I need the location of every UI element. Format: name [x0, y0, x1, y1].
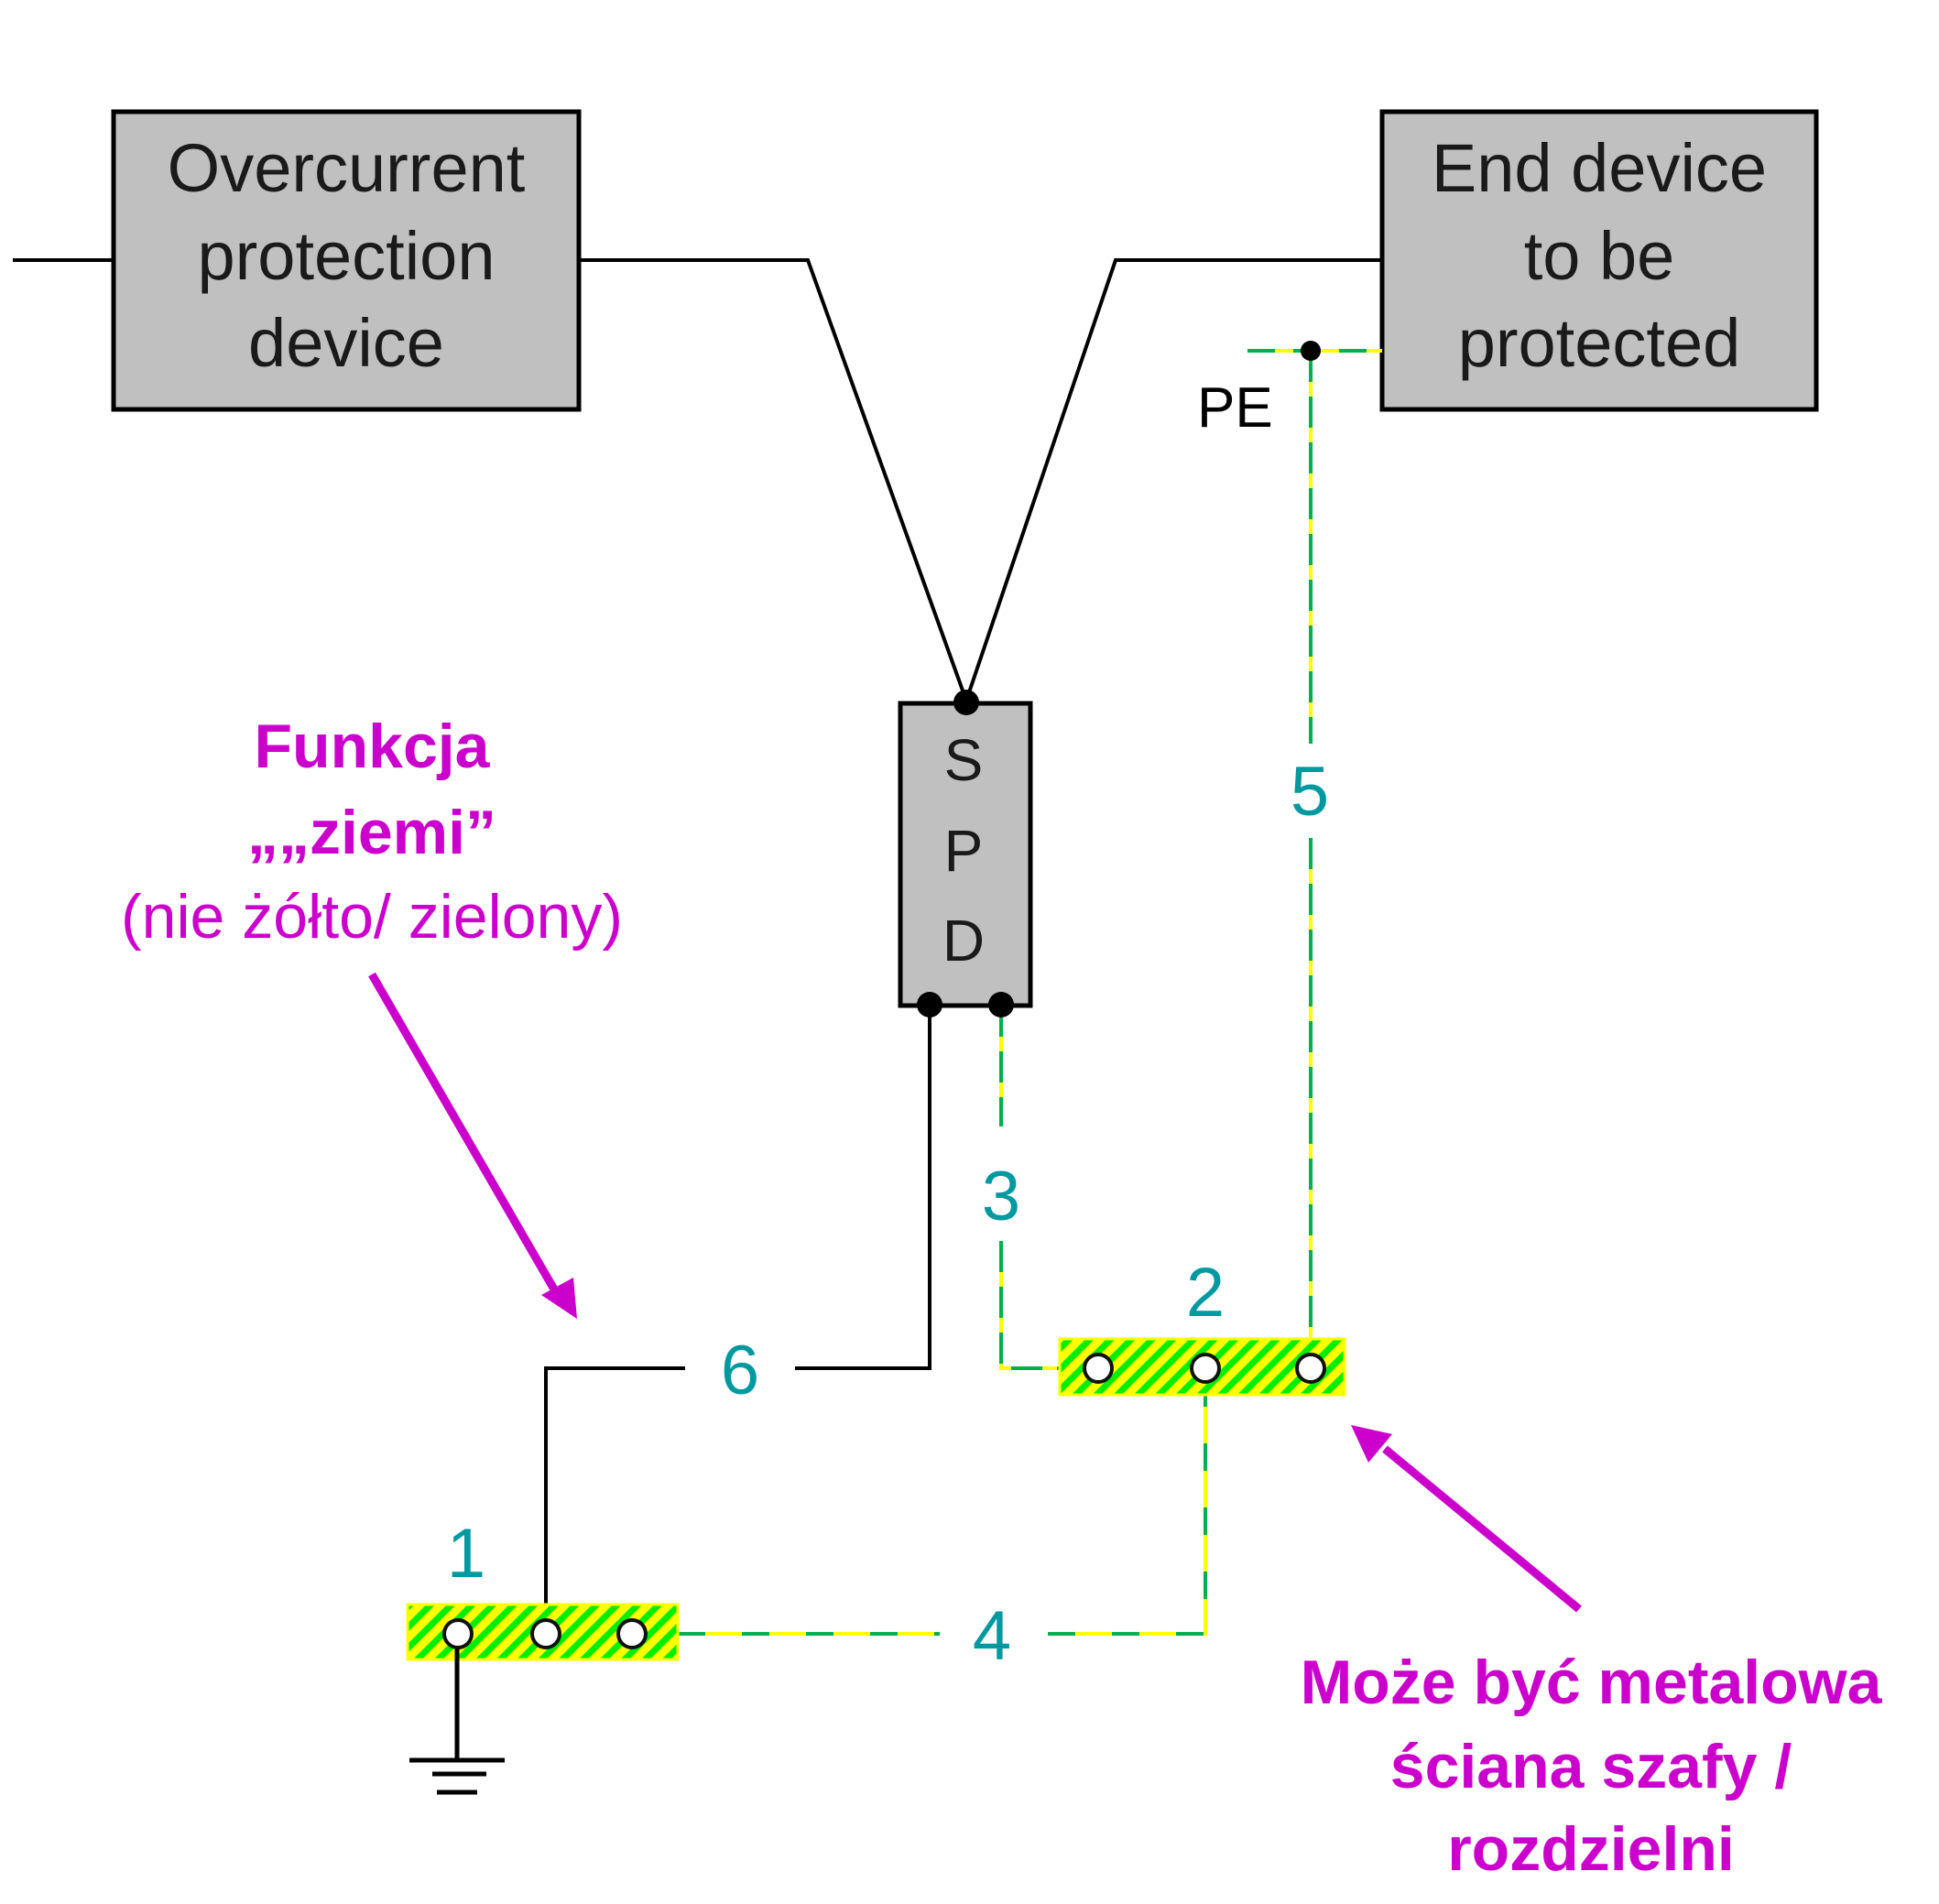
spd-top-terminal: [953, 690, 979, 715]
label-line-3: 3: [982, 1158, 1020, 1235]
spd-letter-d: D: [942, 908, 985, 974]
ground-icon: [409, 1648, 505, 1795]
spd-bottom-terminal-left: [917, 992, 942, 1017]
arrow-icon: [1351, 1425, 1582, 1613]
line-6: [544, 1006, 931, 1634]
end-device-label-line1: End device: [1432, 130, 1767, 206]
annotation-bar2-line1: Może być metalowa: [1301, 1648, 1883, 1717]
ocpd-label-line3: device: [248, 305, 444, 381]
label-bar-2: 2: [1186, 1254, 1225, 1332]
annotation-earth-line1: Funkcja: [255, 712, 491, 781]
bar-1-terminal: [530, 1618, 561, 1649]
pe-label: PE: [1197, 376, 1273, 440]
spd-letter-p: P: [944, 818, 984, 884]
annotation-bar2-line3: rozdzielni: [1447, 1814, 1735, 1884]
label-line-5: 5: [1291, 753, 1329, 831]
pe-conductor: [678, 349, 1382, 1636]
wire-spd-to-end-device: [964, 258, 1380, 702]
line-3-lower: [999, 1241, 1061, 1370]
earthing-bar-1: [406, 1603, 680, 1661]
pe-junction-dot: [1301, 341, 1321, 361]
spd-device: S P D: [898, 690, 1033, 1017]
label-line-6: 6: [721, 1332, 759, 1409]
bar-2-terminal: [1083, 1353, 1114, 1384]
label-bar-1: 1: [447, 1515, 485, 1593]
line-6-right: [795, 1006, 931, 1370]
ocpd-label-line2: protection: [198, 218, 496, 294]
phase-wiring: [13, 258, 1380, 702]
ocpd-label-line1: Overcurrent: [168, 130, 526, 206]
end-device: End device to be protected: [1379, 109, 1819, 412]
annotation-earth-line3: (nie żółto/ zielony): [121, 882, 623, 952]
spd-bottom-terminal-right: [988, 992, 1014, 1017]
line-6-left: [544, 1366, 685, 1634]
annotation-bar-2-note: Może być metalowa ściana szafy / rozdzie…: [1301, 1648, 1883, 1884]
overcurrent-protection-device: Overcurrent protection device: [111, 109, 582, 412]
wire-ocpd-to-spd: [579, 258, 968, 702]
bar-1-terminal: [616, 1618, 648, 1649]
label-line-4: 4: [973, 1597, 1011, 1675]
line-4-right: [1048, 1395, 1207, 1636]
bar-2-terminal: [1295, 1353, 1326, 1384]
end-device-label-line3: protected: [1458, 305, 1741, 381]
end-device-label-line2: to be: [1524, 218, 1675, 294]
annotation-earth-function: Funkcja „„ziemi” (nie żółto/ zielony): [121, 712, 623, 952]
spd-letter-s: S: [944, 727, 984, 793]
arrow-icon: [368, 972, 577, 1319]
bar-1-terminal: [442, 1618, 474, 1649]
annotation-earth-line2: „„ziemi”: [247, 798, 496, 867]
annotation-bar2-line2: ściana szafy /: [1390, 1732, 1792, 1801]
bar-2-terminal: [1190, 1353, 1221, 1384]
equipotential-bar-2: [1058, 1337, 1346, 1397]
